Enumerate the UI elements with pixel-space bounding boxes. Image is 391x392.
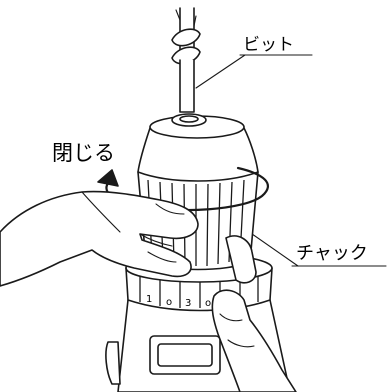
collar-number-4: o xyxy=(205,298,211,309)
bit-label: ビット xyxy=(243,35,294,55)
drill-bit xyxy=(171,7,201,113)
chuck-label: チャック xyxy=(296,243,368,264)
bit-leader-line xyxy=(195,54,246,89)
collar-number-1: 1 xyxy=(146,294,152,305)
chuck-nose xyxy=(137,113,259,182)
collar-number-2: o xyxy=(166,297,172,308)
collar-number-3: 3 xyxy=(185,298,191,309)
left-hand xyxy=(0,190,199,287)
right-hand xyxy=(211,235,297,392)
close-direction-label: 閉じる xyxy=(52,141,115,165)
